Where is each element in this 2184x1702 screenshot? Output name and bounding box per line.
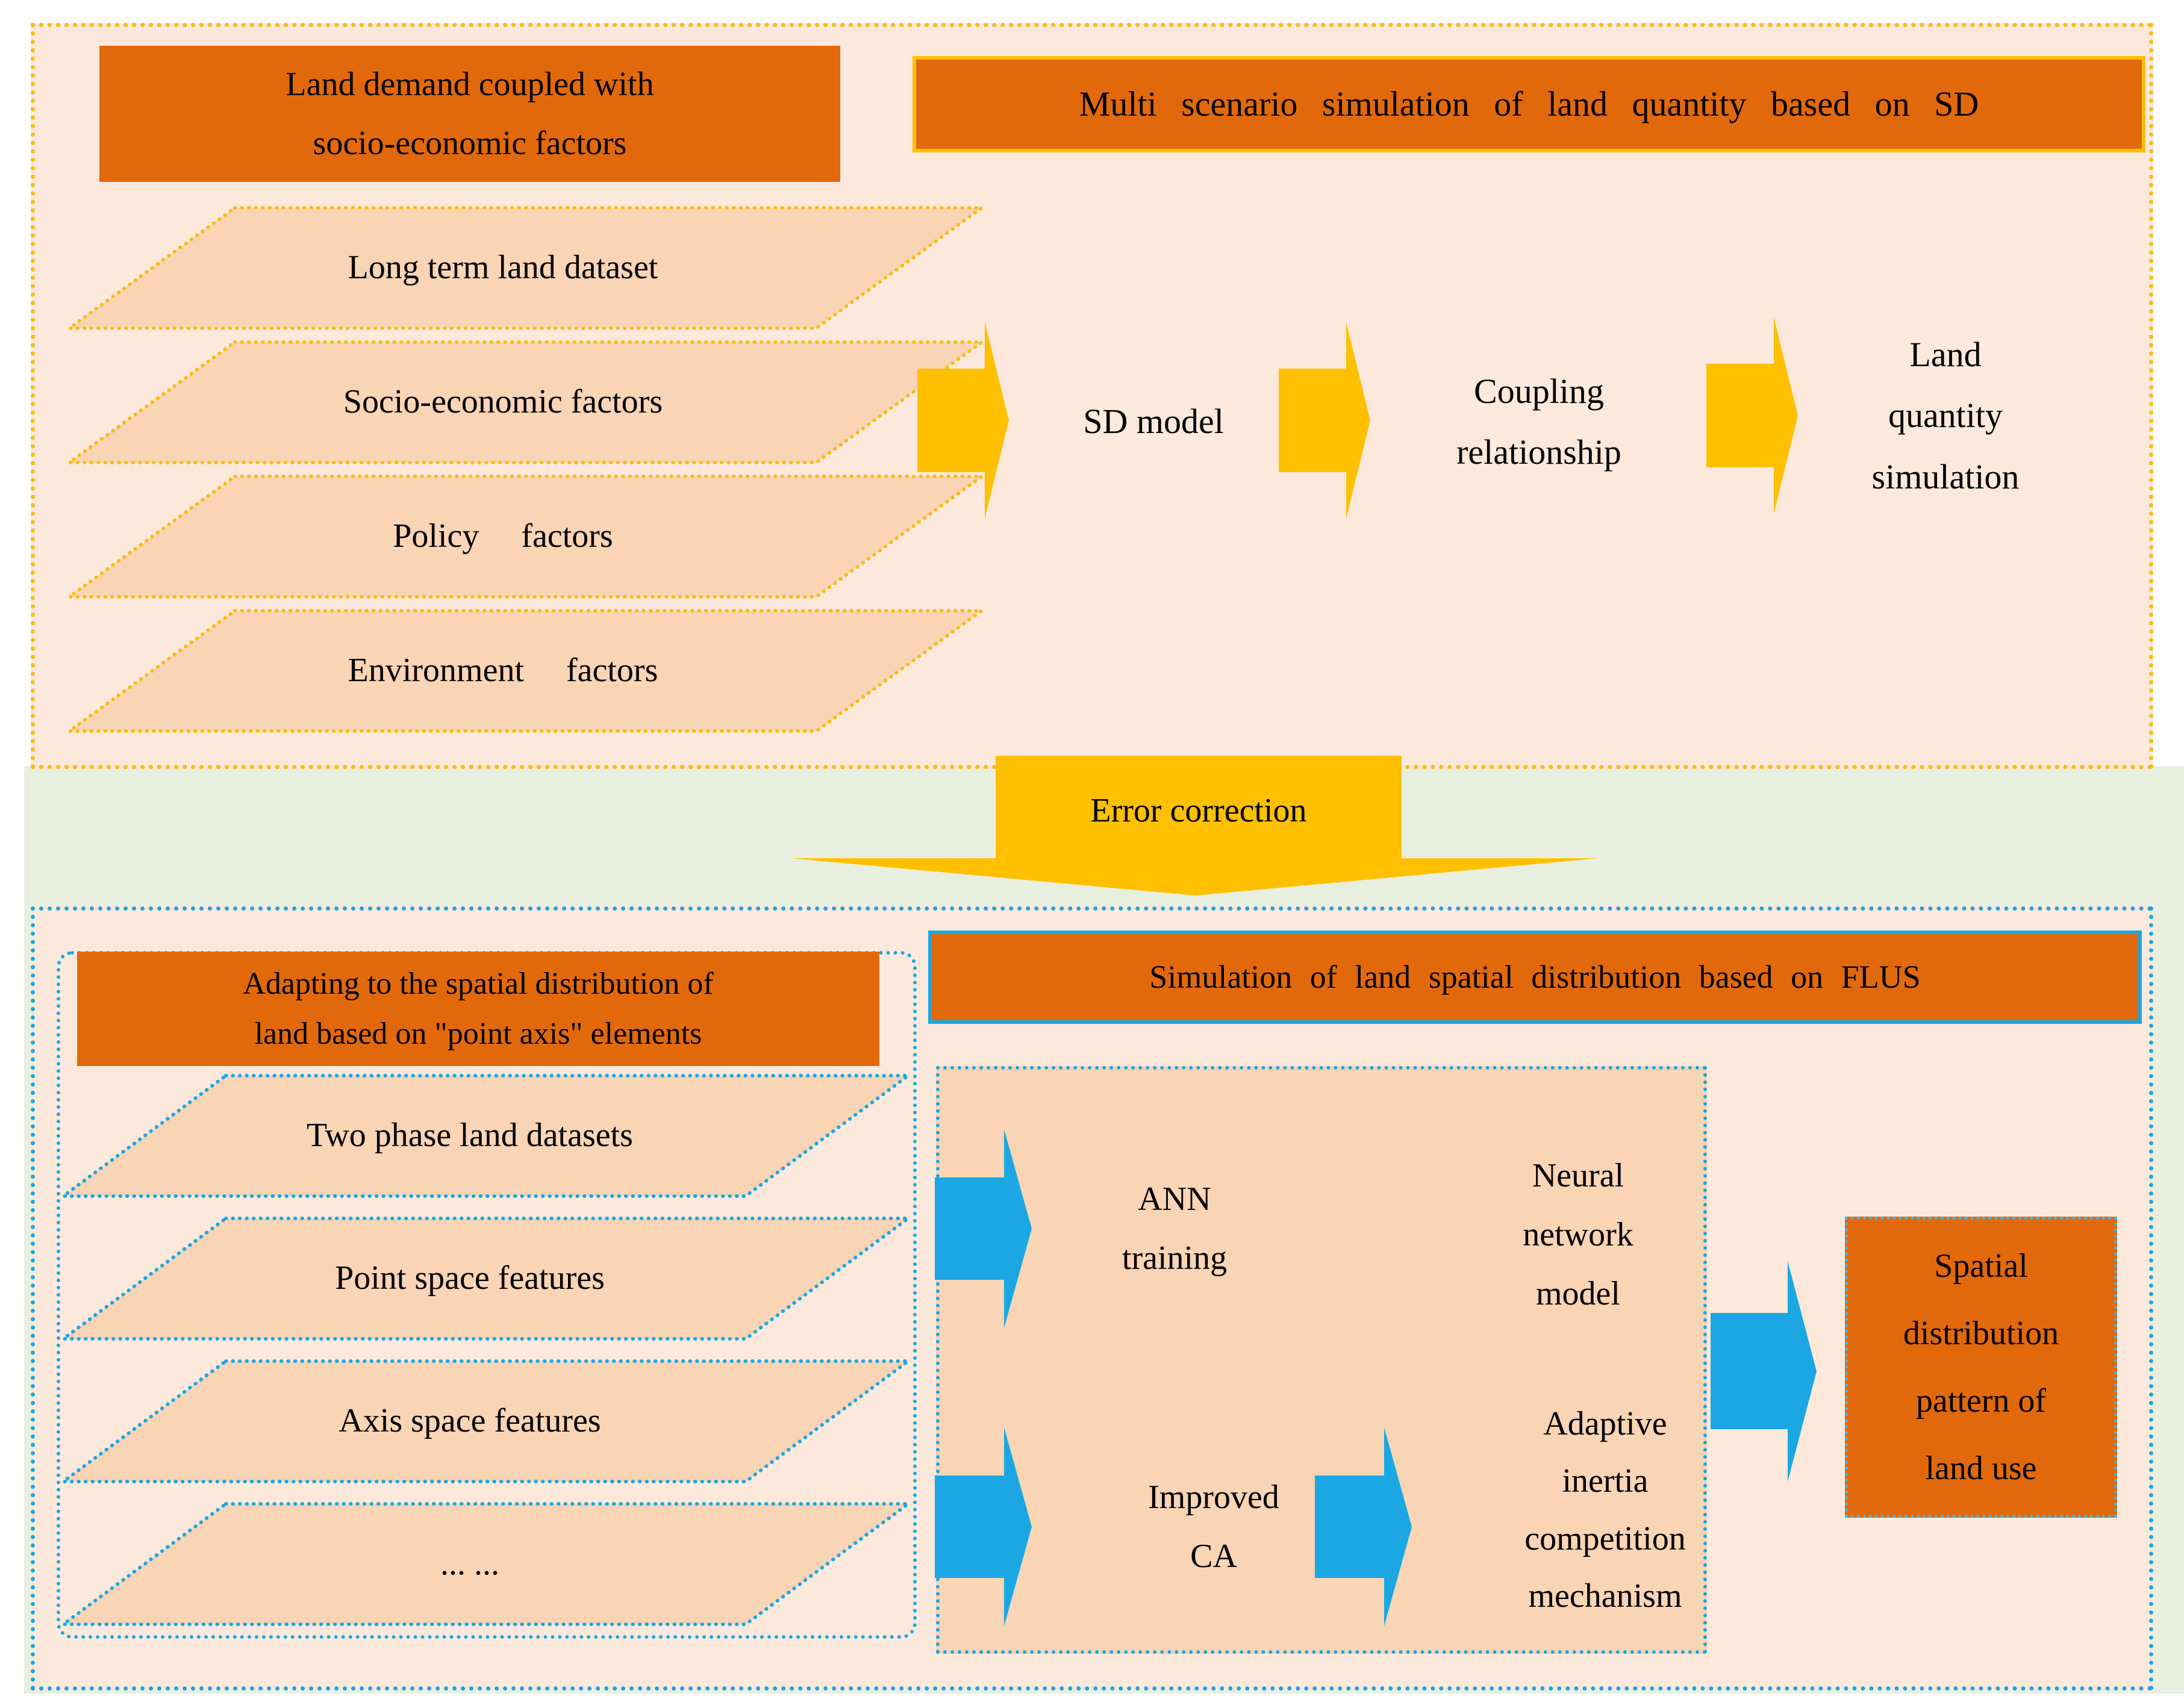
sd-section-right-title: Multi scenario simulation of land quanti…: [913, 56, 2145, 152]
input-ellipsis: ... ...: [440, 1544, 499, 1582]
input-policy-factors: Policy factors: [393, 517, 613, 555]
input-point-space-features: Point space features: [335, 1259, 605, 1297]
step-land-quantity-simulation: Land quantity simulation: [1871, 334, 2020, 496]
ann-arrow-icon: [935, 1129, 1032, 1328]
parallelogram-policy-factors: [63, 475, 988, 599]
parallelogram-long-term-land-dataset: [63, 206, 988, 330]
sd-section-left-title: Land demand coupled with socio-economic …: [99, 46, 840, 182]
flow-arrow-icon-1: [917, 322, 1009, 519]
ann-training-label: ANN training: [1122, 1180, 1228, 1277]
flow-arrow-icon-3: [1706, 317, 1798, 514]
input-environment-factors: Environment factors: [348, 651, 658, 689]
improved-ca-label: Improved CA: [1148, 1479, 1279, 1575]
input-long-term-land-dataset: Long term land dataset: [348, 248, 658, 286]
input-axis-space-features: Axis space features: [339, 1401, 601, 1439]
step-sd-model: SD model: [1083, 402, 1224, 441]
parallelogram-axis-space-features: [57, 1359, 914, 1483]
parallelogram-environment-factors: [63, 609, 988, 733]
error-correction-arrow-icon: [791, 756, 1598, 896]
parallelogram-socio-economic-factors: [63, 340, 988, 464]
flus-section-left-title: Adapting to the spatial distribution of …: [77, 952, 879, 1066]
output-arrow-icon: [1711, 1261, 1817, 1482]
flow-arrow-icon-2: [1279, 322, 1370, 519]
input-socio-economic-factors: Socio-economic factors: [343, 382, 663, 420]
flus-section-right-title: Simulation of land spatial distribution …: [928, 930, 2142, 1024]
error-correction-label: Error correction: [1090, 792, 1307, 829]
improved-ca-arrow-icon: [935, 1427, 1032, 1626]
spatial-distribution-output-box: Spatial distribution pattern of land use: [1845, 1217, 2117, 1518]
step-coupling-relationship: Coupling relationship: [1456, 371, 1621, 472]
neural-network-model-label: Neural network model: [1523, 1157, 1633, 1312]
parallelogram-ellipsis: [57, 1502, 914, 1626]
input-two-phase-land-datasets: Two phase land datasets: [307, 1116, 633, 1154]
parallelogram-point-space-features: [57, 1217, 914, 1341]
parallelogram-two-phase-land-datasets: [57, 1074, 914, 1198]
adaptive-mechanism-arrow-icon: [1315, 1427, 1412, 1626]
adaptive-inertia-label: Adaptive inertia competition mechanism: [1524, 1405, 1686, 1615]
